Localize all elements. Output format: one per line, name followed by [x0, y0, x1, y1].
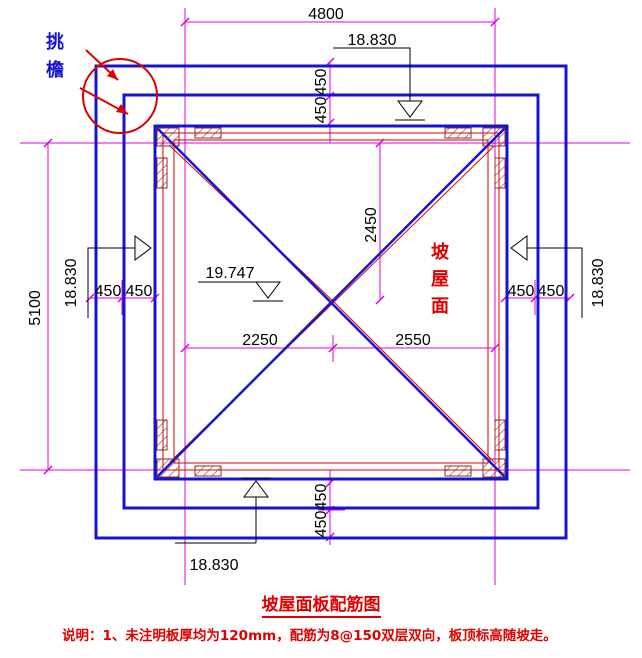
elevation-left: 18.830: [63, 258, 80, 307]
eave-label-1: 挑: [46, 31, 64, 53]
eave-label-2: 檐: [46, 59, 64, 81]
dim-left-overhang-b: 450: [126, 283, 153, 300]
dimension-texts: 4800 5100 2250 2550 2450 450 450 450 450…: [27, 6, 564, 537]
drawing-title-text: 坡屋面板配筋图: [261, 595, 381, 618]
elevation-right: 18.830: [590, 258, 607, 307]
elevation-center: 19.747: [206, 265, 255, 282]
ridge-lines: [154, 125, 508, 480]
dim-bottom-overhang-a: 450: [313, 484, 330, 511]
eave-callout: [79, 49, 158, 134]
dim-bottom-overhang-b: 450: [313, 511, 330, 538]
drawing-note: 说明：1、未注明板厚均为120mm，配筋为8@150双层双向，板顶标高随坡走。: [62, 628, 557, 644]
dim-top-overhang-b: 450: [313, 69, 330, 96]
dim-top-overhang-a: 450: [313, 97, 330, 124]
dim-x-left: 2250: [242, 332, 278, 349]
roof-label-1: 坡: [431, 241, 450, 263]
drawing-title: 坡屋面板配筋图: [0, 590, 642, 618]
elevation-texts: 18.830 18.830 18.830 18.830 19.747: [63, 32, 607, 574]
dim-right-overhang-a: 450: [508, 283, 535, 300]
dim-right-overhang-b: 450: [538, 283, 565, 300]
roof-label-2: 屋: [431, 269, 449, 290]
dim-left-overhang-a: 450: [95, 283, 122, 300]
roof-label-3: 面: [431, 296, 449, 317]
elevation-top: 18.830: [348, 32, 397, 49]
eave-outlines: [94, 64, 568, 540]
corner-hatches: [156, 127, 506, 478]
elevation-markers: [87, 47, 583, 544]
labels: 挑 檐 坡 屋 面: [46, 31, 450, 317]
dim-left-height: 5100: [27, 290, 44, 326]
elevation-bottom: 18.830: [190, 557, 239, 574]
dim-top-width: 4800: [308, 6, 344, 23]
dim-y-upper: 2450: [363, 207, 380, 243]
dimension-ticks: [43, 17, 575, 542]
dim-x-right: 2550: [395, 332, 431, 349]
